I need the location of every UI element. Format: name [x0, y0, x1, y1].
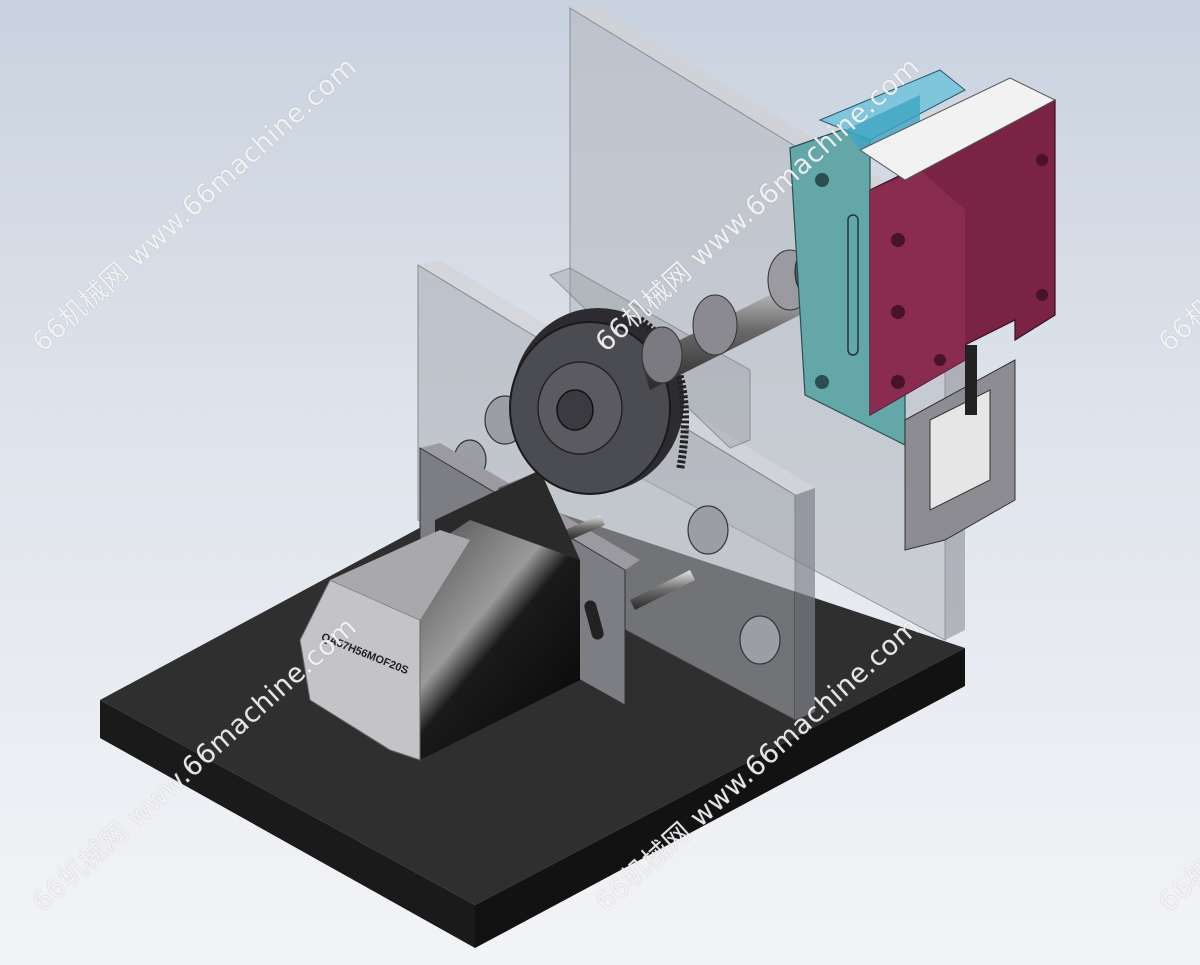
- magenta-block: [858, 77, 1057, 417]
- linear-slide: [904, 345, 1016, 551]
- stepper-motor: QA57H56MOF20S: [299, 470, 580, 761]
- timing-pulley: [509, 308, 689, 495]
